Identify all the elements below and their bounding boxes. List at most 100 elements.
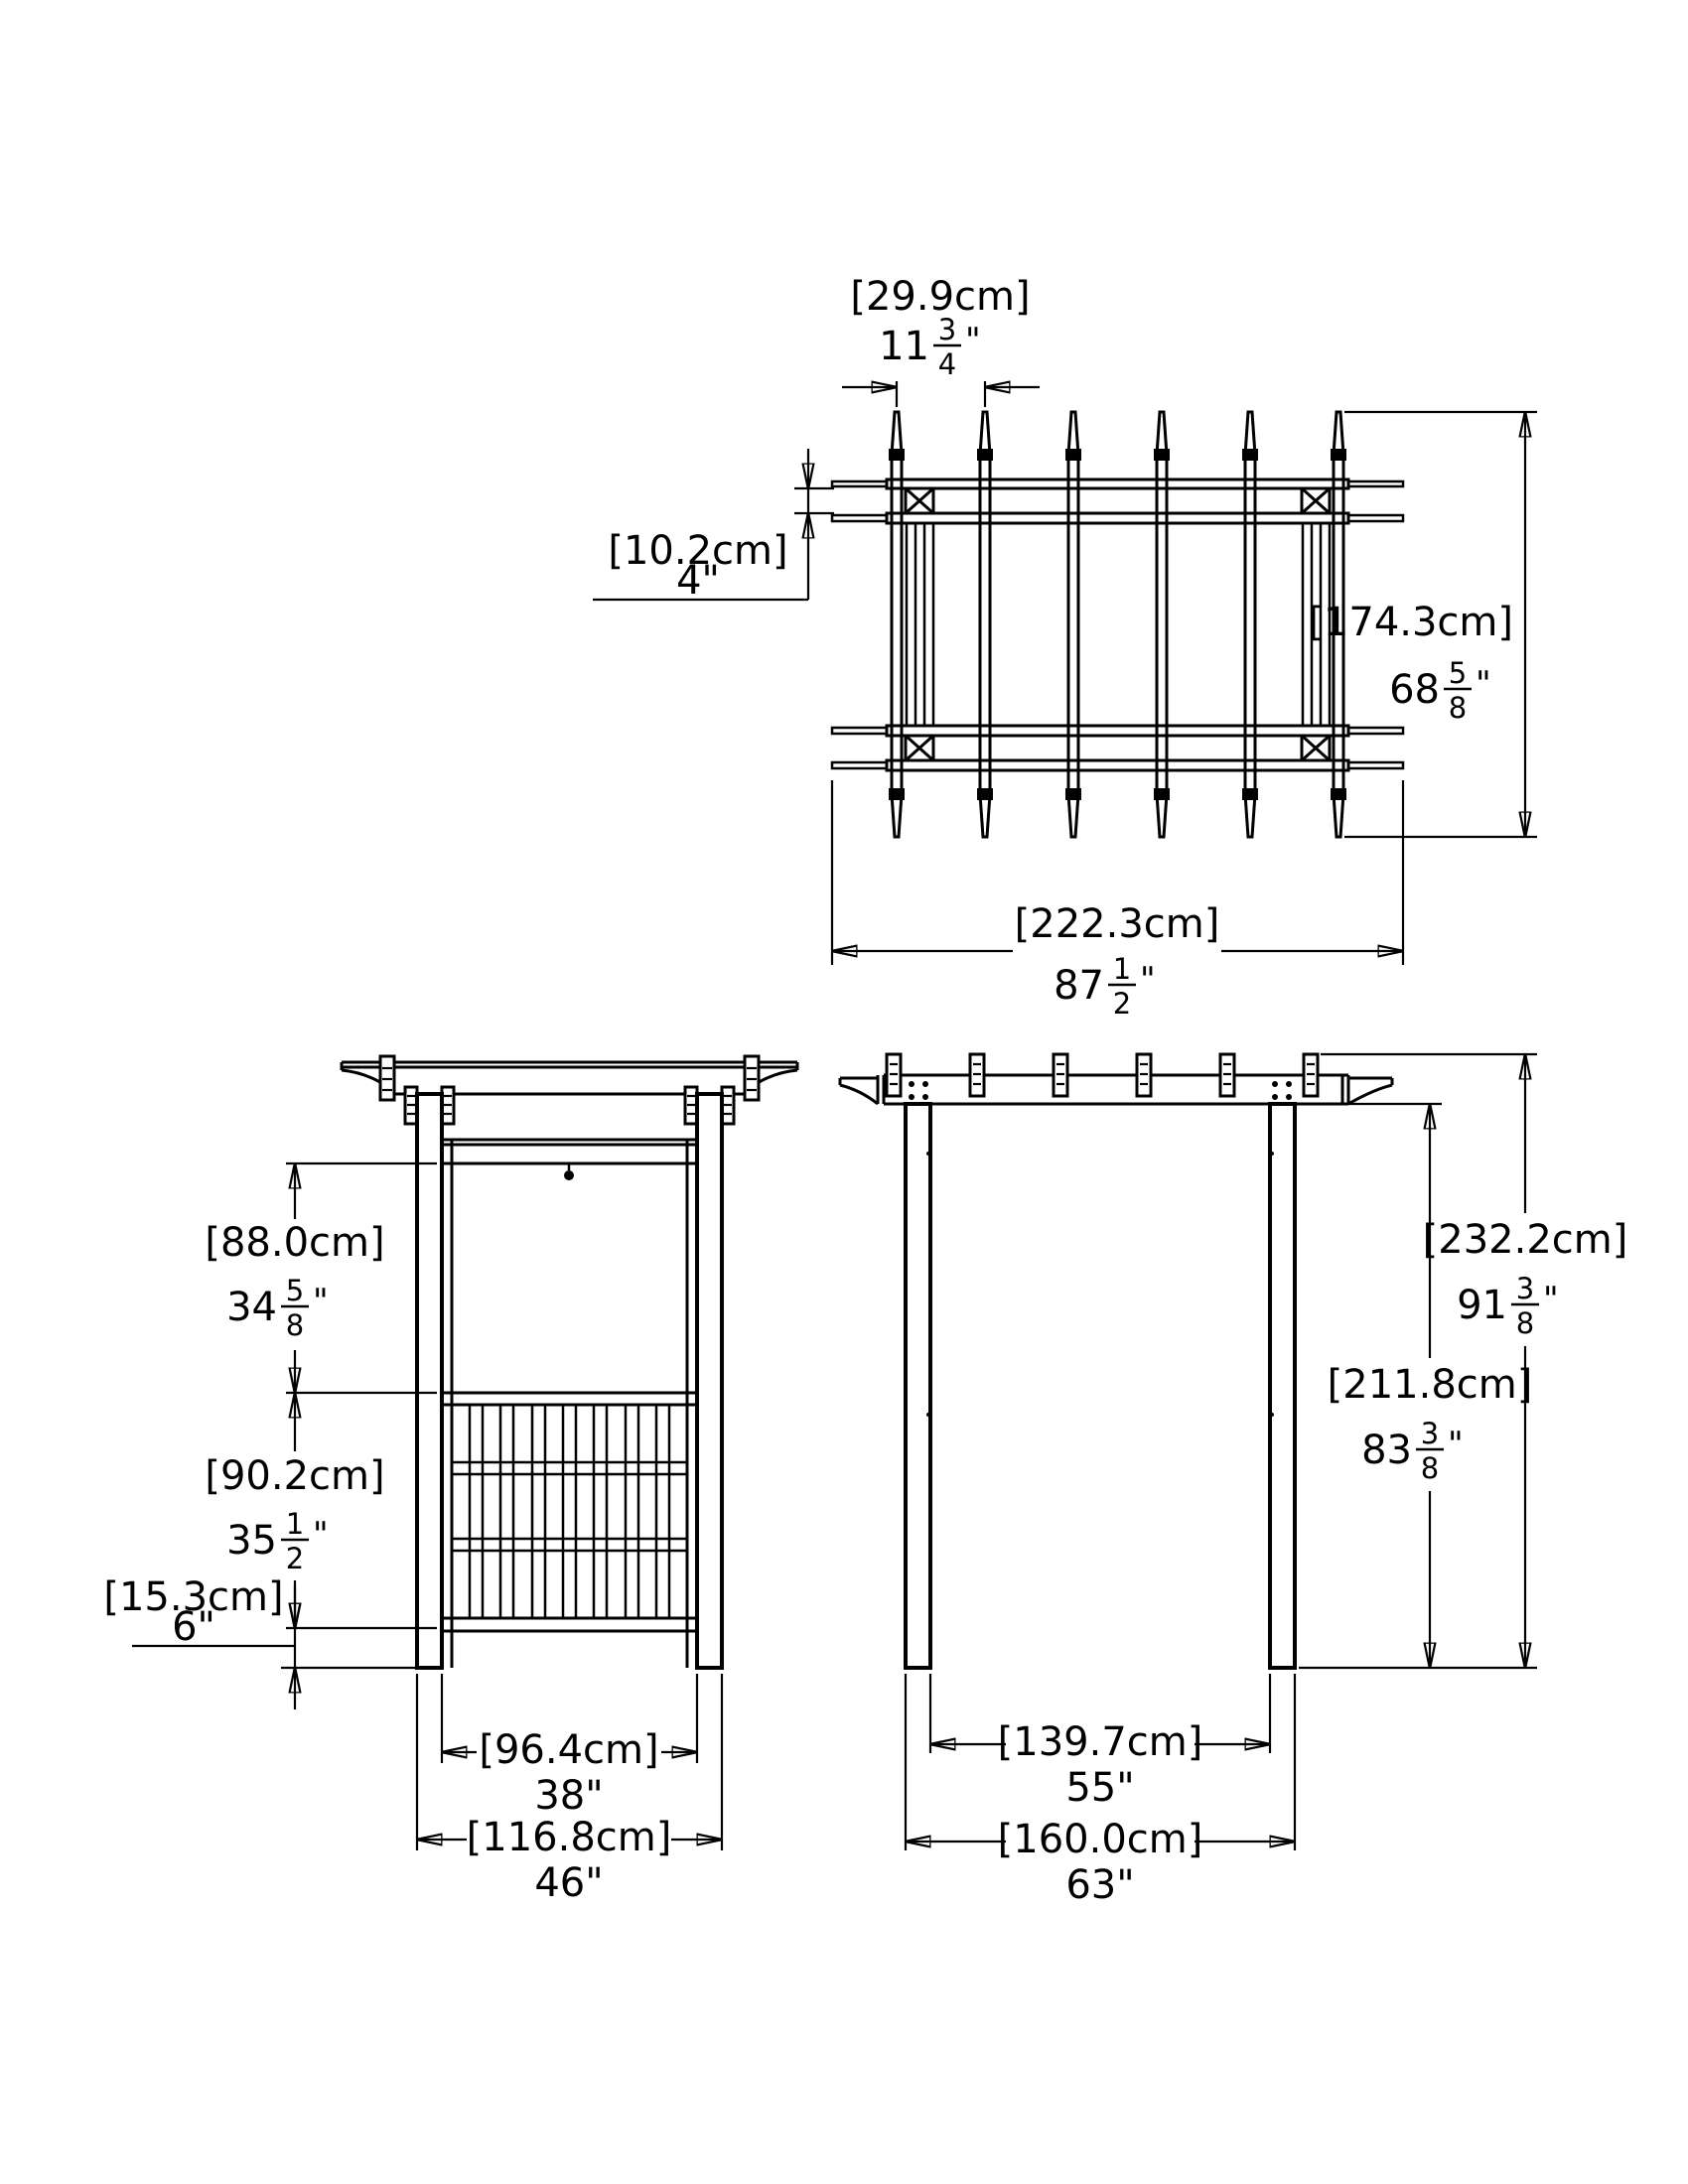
side-beam-bolts bbox=[909, 1081, 1292, 1100]
dim-post-height: [211.8cm] 83 3 8 " bbox=[1299, 1104, 1532, 1668]
dim-cm-label: [29.9cm] bbox=[850, 274, 1030, 320]
top-view-side-panels bbox=[905, 523, 1332, 726]
dim-side-post-spacing: [139.7cm] 55" bbox=[928, 1674, 1270, 1811]
front-view bbox=[340, 1054, 799, 1670]
plant-hook bbox=[564, 1163, 574, 1180]
dim-cm-label: [10.2cm] bbox=[608, 528, 787, 574]
front-bottom-rail bbox=[442, 1616, 697, 1633]
dim-cm-label: [160.0cm] bbox=[998, 1817, 1203, 1862]
front-view-dimensions: [88.0cm] 34 5 8 " [90.2cm] 35 1 2 " [15.… bbox=[103, 1163, 724, 1906]
dim-frac-den: 2 bbox=[1113, 987, 1131, 1021]
dim-inch-mark: " bbox=[965, 321, 981, 360]
rafter bbox=[977, 410, 993, 839]
dim-cm-label: [88.0cm] bbox=[205, 1220, 384, 1266]
rafter bbox=[1331, 410, 1346, 839]
dim-frac-den: 8 bbox=[1449, 691, 1467, 725]
front-mid-rail bbox=[442, 1391, 697, 1407]
side-rafter-ends bbox=[885, 1052, 1320, 1098]
dim-inch-whole: 87 bbox=[1054, 963, 1104, 1009]
dim-upper-panel-height: [88.0cm] 34 5 8 " bbox=[205, 1163, 437, 1393]
front-top-rail bbox=[442, 1138, 697, 1165]
side-right-post bbox=[1268, 1102, 1297, 1670]
dim-cm-label: [222.3cm] bbox=[1015, 901, 1220, 947]
dim-cm-label: [232.2cm] bbox=[1423, 1217, 1628, 1263]
post-section bbox=[1300, 734, 1332, 762]
dim-cm-label: [96.4cm] bbox=[479, 1727, 658, 1773]
post-section bbox=[1300, 486, 1332, 515]
dim-side-overall-width: [160.0cm] 63" bbox=[904, 1674, 1295, 1908]
post-section bbox=[904, 734, 935, 762]
dim-cm-label: [211.8cm] bbox=[1328, 1362, 1533, 1408]
dim-inch-whole: 11 bbox=[879, 324, 929, 369]
dim-front-post-spacing: [96.4cm] 38" bbox=[440, 1674, 699, 1819]
rafter bbox=[1154, 410, 1170, 839]
dim-inch-mark: " bbox=[1140, 960, 1156, 1000]
dim-total-height: [232.2cm] 91 3 8 " bbox=[1299, 1054, 1627, 1668]
ogee-end-right bbox=[1347, 1083, 1393, 1106]
top-view-beams bbox=[830, 478, 1405, 772]
beam-upper-1 bbox=[885, 478, 1350, 490]
dim-frac-den: 8 bbox=[1421, 1451, 1439, 1485]
dim-cm-label: [90.2cm] bbox=[205, 1453, 384, 1499]
dim-frac-num: 3 bbox=[938, 313, 956, 346]
front-left-post bbox=[415, 1092, 444, 1670]
dim-frac-num: 5 bbox=[286, 1274, 304, 1307]
dim-front-overall-width: [116.8cm] 46" bbox=[415, 1674, 724, 1906]
rafter bbox=[1242, 410, 1258, 839]
dim-beam-gap: [10.2cm] 4" bbox=[593, 449, 834, 604]
dim-inch-whole: 35 bbox=[226, 1518, 277, 1564]
dim-overall-length: [222.3cm] 87 1 2 " bbox=[830, 780, 1403, 1021]
beam-lower-2-right-end bbox=[1346, 760, 1405, 770]
dim-frac-den: 8 bbox=[1516, 1306, 1534, 1340]
dim-cm-label: [116.8cm] bbox=[467, 1815, 672, 1860]
beam-upper-2-left-end bbox=[830, 513, 889, 523]
beam-lower-2-left-end bbox=[830, 760, 889, 770]
dim-inch-label: 38" bbox=[534, 1773, 603, 1819]
beam-lower-1-right-end bbox=[1346, 726, 1405, 736]
ogee-end-left bbox=[839, 1083, 879, 1106]
dim-inch-whole: 91 bbox=[1457, 1283, 1507, 1328]
side-view-dimensions: [232.2cm] 91 3 8 " [211.8cm] 83 3 8 " [1… bbox=[904, 1054, 1627, 1908]
dim-inch-label: 6" bbox=[172, 1604, 215, 1650]
dim-frac-den: 2 bbox=[286, 1542, 304, 1575]
dim-rafter-spacing: [29.9cm] 11 3 4 " bbox=[842, 274, 1040, 407]
dim-inch-label: 4" bbox=[676, 558, 720, 604]
beam-upper-1-left-end bbox=[830, 479, 889, 488]
dim-frac-num: 5 bbox=[1449, 656, 1467, 690]
front-right-post bbox=[695, 1092, 724, 1670]
beam-lower-1-left-end bbox=[830, 726, 889, 736]
top-view bbox=[830, 410, 1405, 839]
dim-cm-label: [15.3cm] bbox=[103, 1574, 283, 1620]
dim-inch-whole: 83 bbox=[1361, 1428, 1412, 1473]
dim-cm-label: [174.3cm] bbox=[1308, 600, 1513, 645]
beam-upper-1-right-end bbox=[1346, 479, 1405, 488]
rafter bbox=[1065, 410, 1081, 839]
dim-frac-den: 8 bbox=[286, 1308, 304, 1342]
beam-lower-2 bbox=[885, 758, 1350, 772]
top-view-dimensions: [29.9cm] 11 3 4 " [10.2cm] 4" [174.3cm] … bbox=[593, 274, 1537, 1021]
dim-inch-whole: 68 bbox=[1389, 667, 1440, 713]
dim-inch-label: 55" bbox=[1065, 1765, 1134, 1811]
dim-frac-num: 1 bbox=[286, 1507, 304, 1541]
rafter bbox=[889, 410, 905, 839]
top-view-posts bbox=[904, 486, 1332, 762]
side-post-hole-marks bbox=[926, 1152, 1274, 1417]
dim-inch-label: 63" bbox=[1065, 1862, 1134, 1908]
dim-frac-num: 3 bbox=[1421, 1417, 1439, 1450]
dim-lattice-height: [90.2cm] 35 1 2 " bbox=[205, 1393, 437, 1628]
beam-upper-2 bbox=[885, 511, 1350, 525]
front-beam-ends bbox=[403, 1085, 736, 1126]
dim-cm-label: [139.7cm] bbox=[998, 1719, 1203, 1765]
side-view bbox=[838, 1052, 1394, 1670]
dim-inch-mark: " bbox=[1448, 1425, 1464, 1464]
dim-inch-mark: " bbox=[1476, 664, 1491, 704]
dim-ground-clearance: [15.3cm] 6" bbox=[103, 1574, 415, 1709]
top-view-rafters bbox=[889, 410, 1346, 839]
dim-inch-mark: " bbox=[313, 1515, 329, 1555]
post-section bbox=[904, 486, 935, 515]
dim-frac-den: 4 bbox=[938, 347, 956, 381]
front-lattice-bands bbox=[452, 1460, 687, 1553]
front-rafter-collars bbox=[378, 1054, 761, 1102]
